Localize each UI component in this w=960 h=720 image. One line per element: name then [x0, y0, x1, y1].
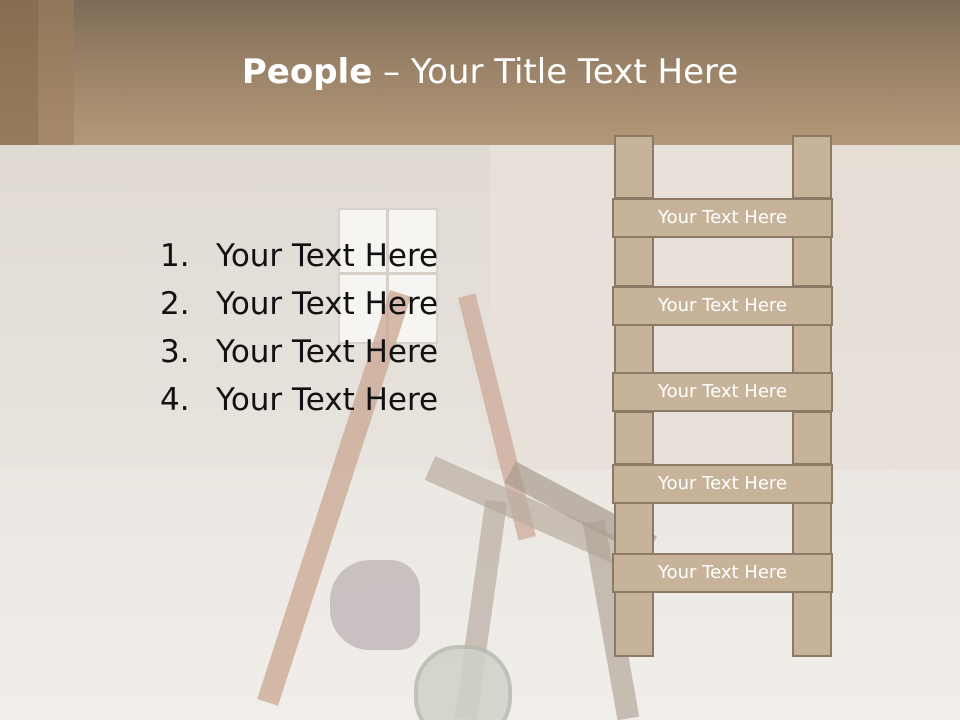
list-number: 2.	[160, 286, 190, 322]
ladder-left-rail	[614, 502, 654, 556]
slide-title[interactable]: People – Your Title Text Here	[0, 52, 960, 92]
list-item: 3. Your Text Here	[160, 328, 438, 376]
list-number: 1.	[160, 238, 190, 274]
ladder-left-rail	[614, 135, 654, 199]
list-text: Your Text Here	[216, 286, 439, 322]
title-bar	[0, 0, 960, 145]
title-bar-accent	[0, 0, 38, 145]
ladder-left-rail	[614, 324, 654, 374]
ladder-right-rail	[792, 411, 832, 465]
ladder-rung-3[interactable]: Your Text Here	[612, 372, 833, 412]
list-item: 1. Your Text Here	[160, 232, 438, 280]
list-text: Your Text Here	[216, 382, 439, 418]
ladder-rung-2[interactable]: Your Text Here	[612, 286, 833, 326]
ladder-rung-4[interactable]: Your Text Here	[612, 464, 833, 504]
list-item: 2. Your Text Here	[160, 280, 438, 328]
slide-title-rest: – Your Title Text Here	[372, 52, 739, 92]
ladder-right-rail	[792, 502, 832, 556]
list-text: Your Text Here	[216, 334, 439, 370]
ladder-right-rail	[792, 135, 832, 199]
numbered-list[interactable]: 1. Your Text Here 2. Your Text Here 3. Your…	[160, 232, 438, 424]
ladder-right-rail	[792, 324, 832, 374]
photo-bag	[330, 560, 420, 650]
list-text: Your Text Here	[216, 238, 439, 274]
title-bar-accent	[38, 0, 74, 145]
slide-title-bold: People	[241, 52, 373, 92]
list-item: 4. Your Text Here	[160, 376, 438, 424]
ladder-left-rail	[614, 236, 654, 287]
window	[338, 208, 438, 344]
ladder-right-rail	[792, 236, 832, 287]
list-number: 4.	[160, 382, 190, 418]
ladder-left-rail	[614, 591, 654, 657]
ladder-rung-1[interactable]: Your Text Here	[612, 198, 833, 238]
ladder-right-rail	[792, 591, 832, 657]
photo-bucket	[414, 645, 512, 720]
ladder-rung-5[interactable]: Your Text Here	[612, 553, 833, 593]
ladder-left-rail	[614, 411, 654, 465]
list-number: 3.	[160, 334, 190, 370]
